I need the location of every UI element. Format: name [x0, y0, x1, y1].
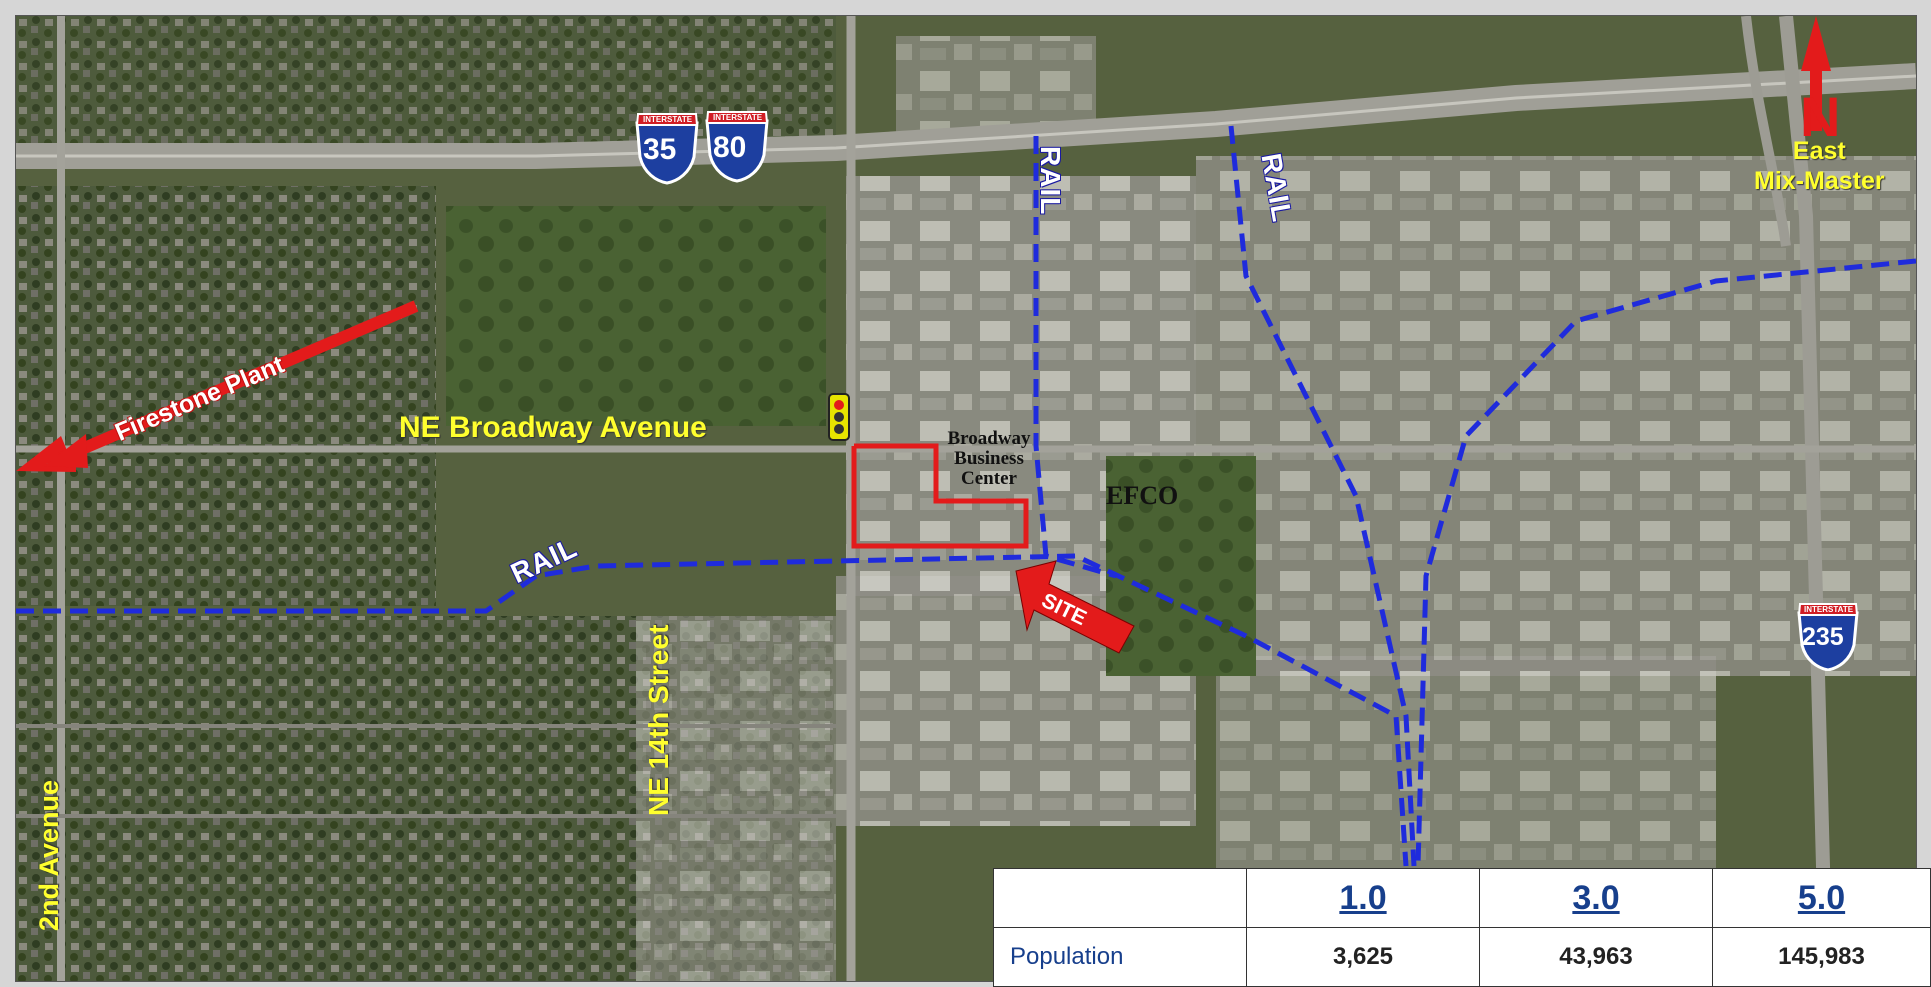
interstate-235-banner: INTERSTATE	[1804, 605, 1854, 614]
broadway-avenue-label: NE Broadway Avenue	[399, 411, 707, 444]
mixmaster-line-1: East	[1792, 137, 1846, 165]
radius-header-5: 5.0	[1712, 868, 1931, 928]
mixmaster-line-2: Mix-Master	[1754, 167, 1885, 195]
radius-header-3: 3.0	[1479, 868, 1713, 928]
interstate-80-number: 80	[713, 131, 747, 164]
interstate-80-shield-graphic	[705, 111, 769, 183]
interstate-80-shield: INTERSTATE 80	[704, 109, 770, 183]
demographics-table: 1.0 3.0 5.0 Population 3,625 43,963 145,…	[993, 868, 1931, 987]
radius-header-1: 1.0	[1246, 868, 1480, 928]
interstate-35-banner: INTERSTATE	[643, 115, 693, 124]
business-center-label: Broadway Business Center	[934, 429, 1044, 489]
business-center-line-1: Broadway	[947, 428, 1031, 449]
interstate-35-shield-graphic	[635, 113, 699, 185]
efco-label: EFCO	[1106, 481, 1179, 510]
population-label: Population	[993, 927, 1247, 987]
interstate-235-number: 235	[1802, 623, 1844, 651]
second-avenue-label: 2nd Avenue	[34, 779, 64, 931]
table-row: Population 3,625 43,963 145,983	[993, 927, 1931, 987]
interstate-80-banner: INTERSTATE	[713, 113, 763, 122]
population-5-mile: 145,983	[1712, 927, 1931, 987]
interstate-35-shield: INTERSTATE 35	[634, 111, 700, 185]
interstate-235-shield: INTERSTATE 235	[1796, 601, 1860, 671]
radius-header-empty	[993, 868, 1247, 928]
aerial-map[interactable]: INTERSTATE 35 INTERSTATE 80 INTERSTATE 2…	[15, 15, 1917, 982]
population-3-mile: 43,963	[1479, 927, 1713, 987]
north-label: N	[1800, 85, 1841, 148]
business-center-line-2: Business	[954, 448, 1024, 469]
interstate-235-shield-graphic	[1797, 603, 1859, 671]
population-1-mile: 3,625	[1246, 927, 1480, 987]
business-center-line-3: Center	[961, 468, 1017, 489]
interstate-35-number: 35	[643, 133, 677, 166]
mixmaster-label: East Mix-Master	[1754, 136, 1885, 196]
demographics-header-row: 1.0 3.0 5.0	[993, 868, 1931, 928]
fourteenth-street-label: NE 14th Street	[643, 624, 674, 816]
rail-label-vertical-left: RAIL	[1035, 146, 1066, 216]
aerial-map-canvas	[16, 16, 1916, 981]
